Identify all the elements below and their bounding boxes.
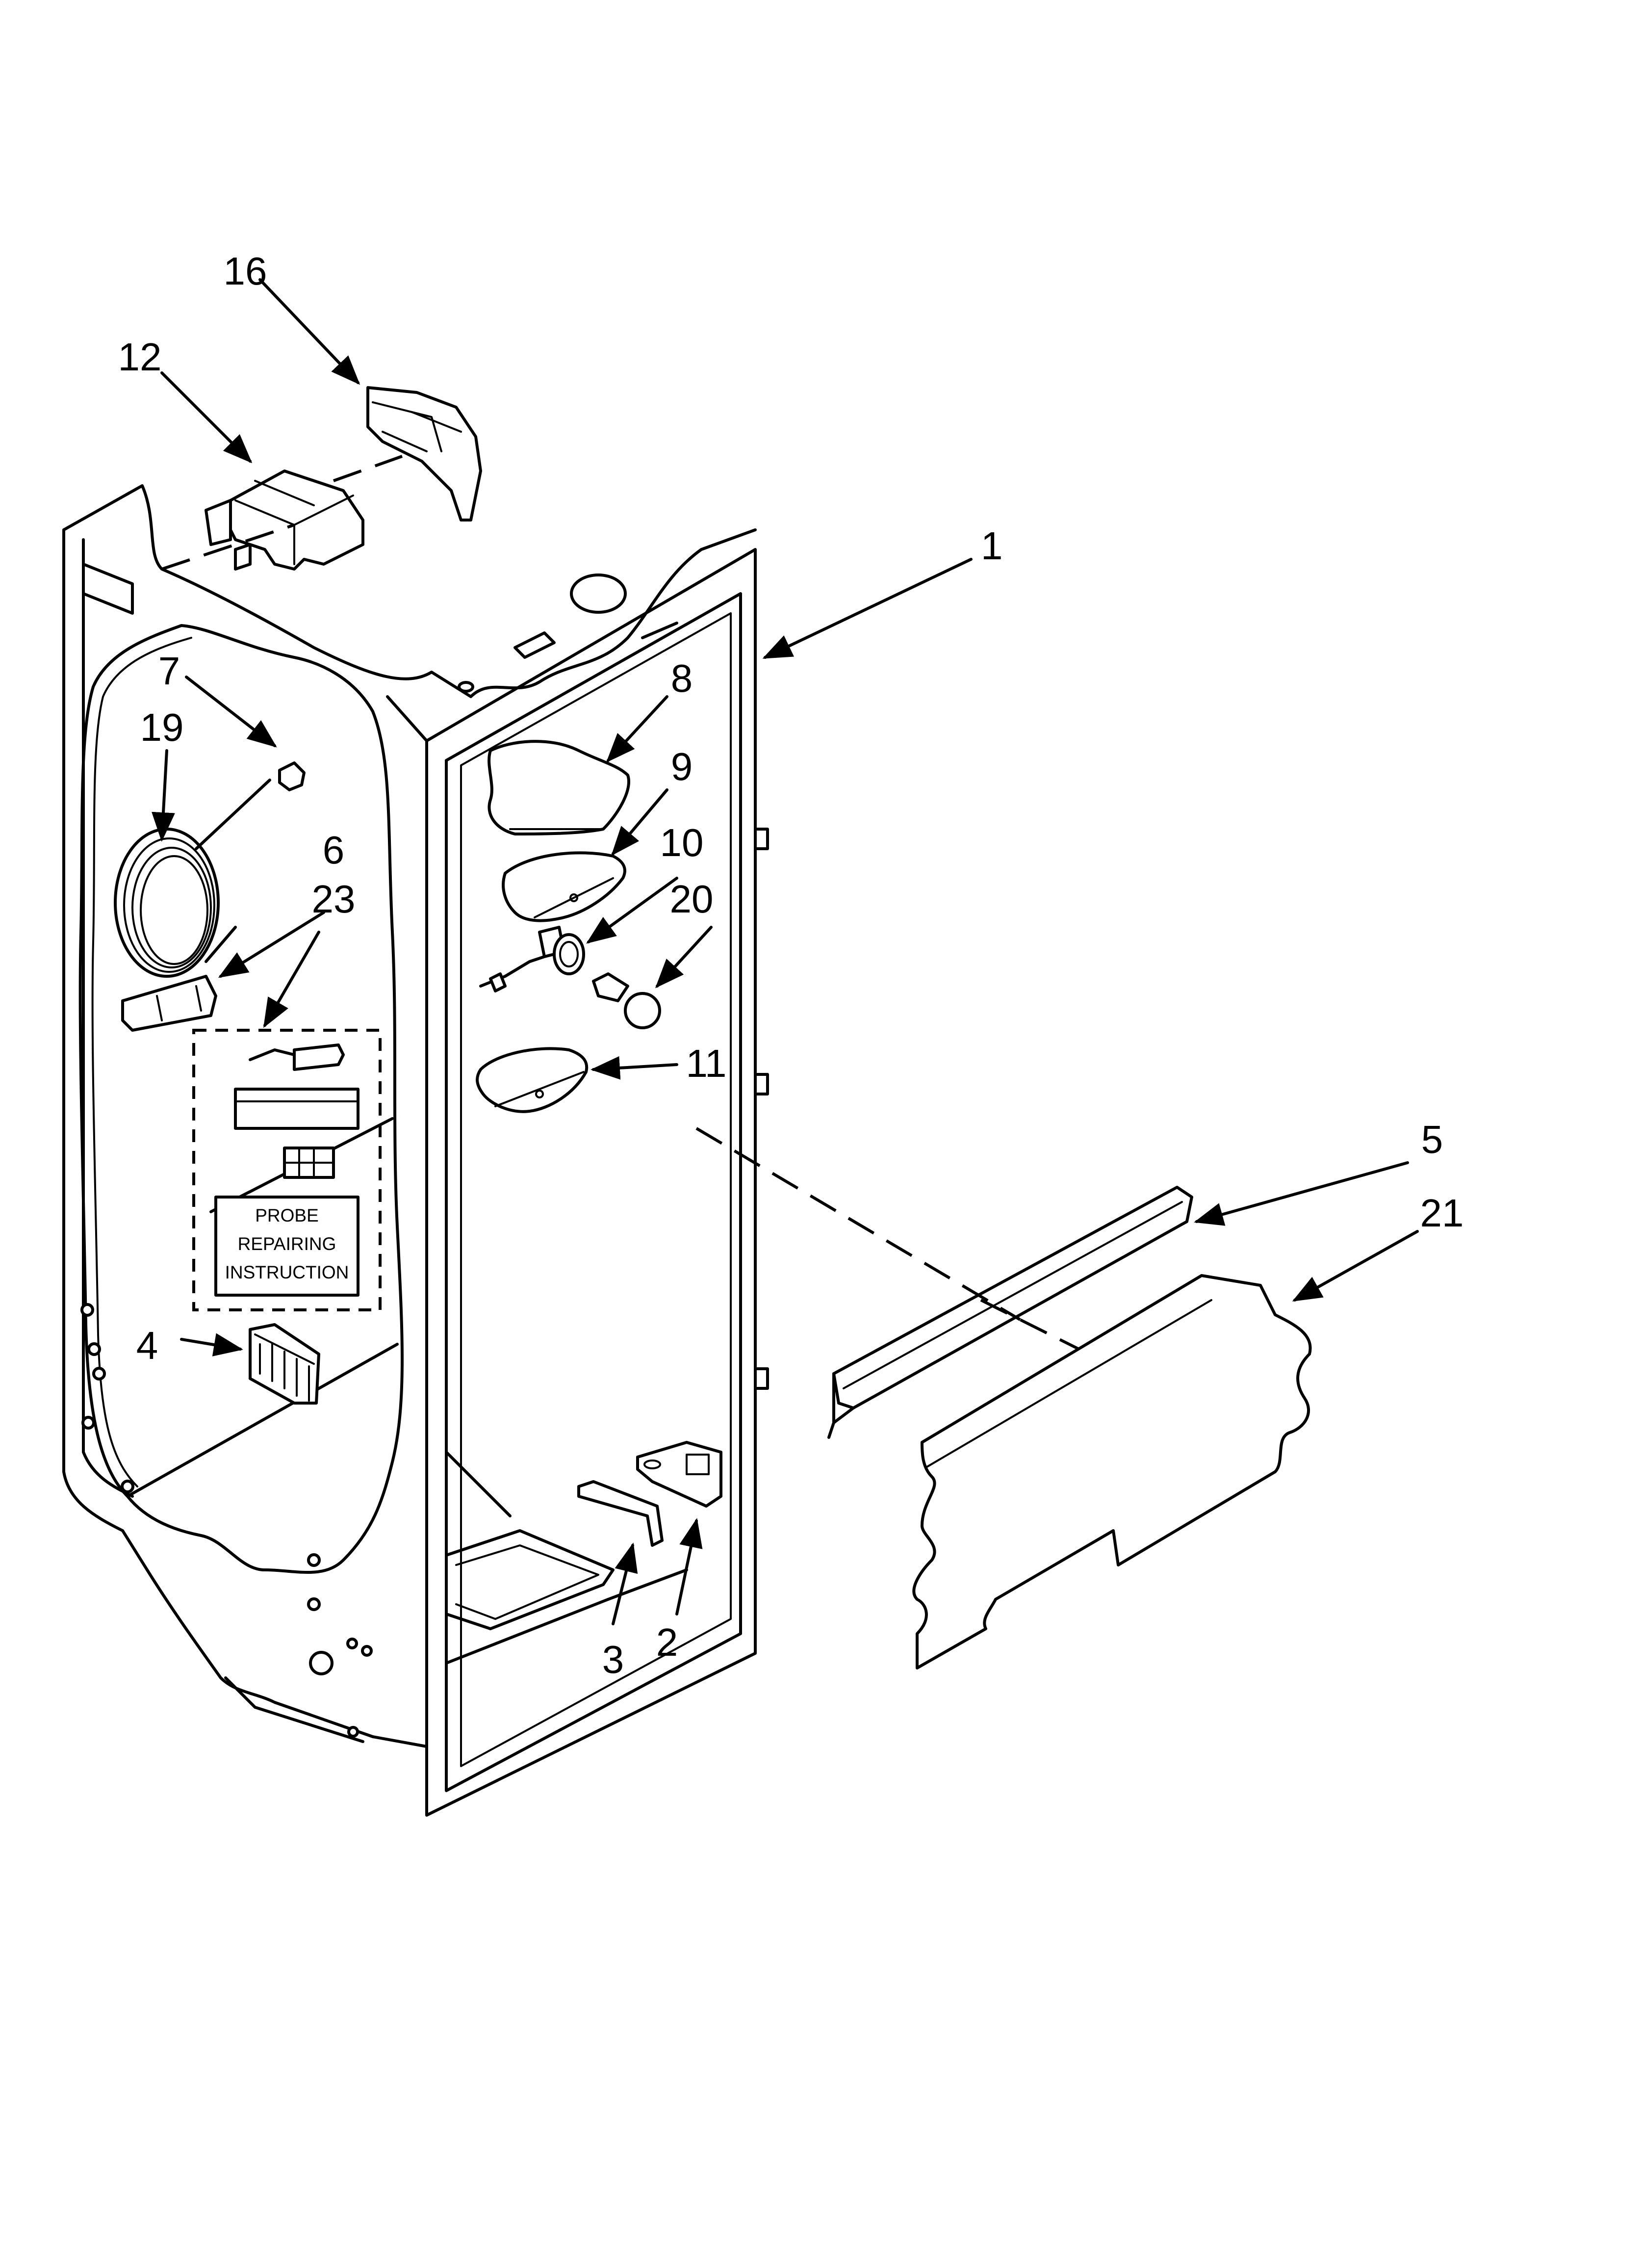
callout-19: 19 xyxy=(140,705,184,749)
part-23-probe-repair-kit: PROBE REPAIRING INSTRUCTION xyxy=(192,1029,382,1311)
callout-11: 11 xyxy=(686,1042,726,1085)
callout-12: 12 xyxy=(118,335,162,379)
callout-4: 4 xyxy=(136,1324,158,1367)
part-16-cover xyxy=(366,386,482,521)
callout-7: 7 xyxy=(158,649,180,693)
callout-2: 2 xyxy=(656,1620,678,1664)
part-9-shield xyxy=(502,851,626,922)
callout-20: 20 xyxy=(670,877,714,921)
part-19-tubing-coil xyxy=(114,779,271,978)
callout-10: 10 xyxy=(660,821,704,864)
callout-1: 1 xyxy=(981,524,1003,568)
cabinet-liner xyxy=(62,484,769,1817)
part-3-bracket xyxy=(577,1480,664,1547)
part-8-shield xyxy=(487,740,630,835)
part-5-rail xyxy=(827,1186,1193,1439)
callout-9: 9 xyxy=(671,745,693,788)
part-6-clip xyxy=(121,975,217,1032)
probe-label-line2: REPAIRING xyxy=(238,1234,336,1254)
callout-23: 23 xyxy=(312,877,356,921)
callout-6: 6 xyxy=(323,828,345,872)
part-20-bulb xyxy=(592,972,661,1029)
probe-label-line1: PROBE xyxy=(255,1205,319,1225)
part-12-housing xyxy=(205,469,364,571)
callout-5: 5 xyxy=(1421,1118,1443,1161)
part-11-lens xyxy=(476,1047,589,1113)
leader-lines xyxy=(152,278,1419,1625)
probe-label-line3: INSTRUCTION xyxy=(225,1262,349,1282)
callout-16: 16 xyxy=(224,249,267,293)
part-2-bracket xyxy=(636,1441,722,1508)
callout-3: 3 xyxy=(602,1638,624,1681)
part-21-rail xyxy=(912,1274,1312,1669)
part-7-nut xyxy=(278,761,306,791)
callout-8: 8 xyxy=(671,656,693,700)
callout-21: 21 xyxy=(1420,1191,1464,1235)
part-10-socket xyxy=(479,926,585,992)
part-4-vent-grille xyxy=(249,1323,320,1405)
